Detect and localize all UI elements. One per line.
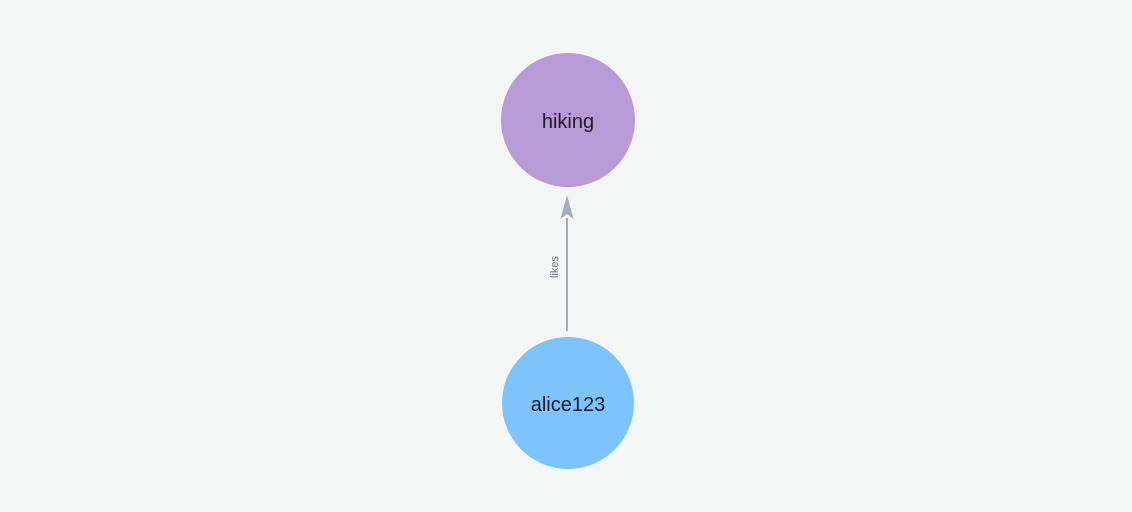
edge-arrowhead-icon [560, 195, 574, 219]
edge-label-likes: likes [549, 256, 561, 279]
node-circle-alice123[interactable] [502, 337, 634, 469]
graph-node-hiking[interactable]: hiking [501, 53, 635, 187]
node-circle-hiking[interactable] [501, 53, 635, 187]
graph-node-alice123[interactable]: alice123 [502, 337, 634, 469]
node-label-alice123: alice123 [531, 394, 606, 416]
graph-edge-alice123-likes-hiking[interactable]: likes [549, 195, 574, 331]
node-label-hiking: hiking [542, 111, 594, 133]
